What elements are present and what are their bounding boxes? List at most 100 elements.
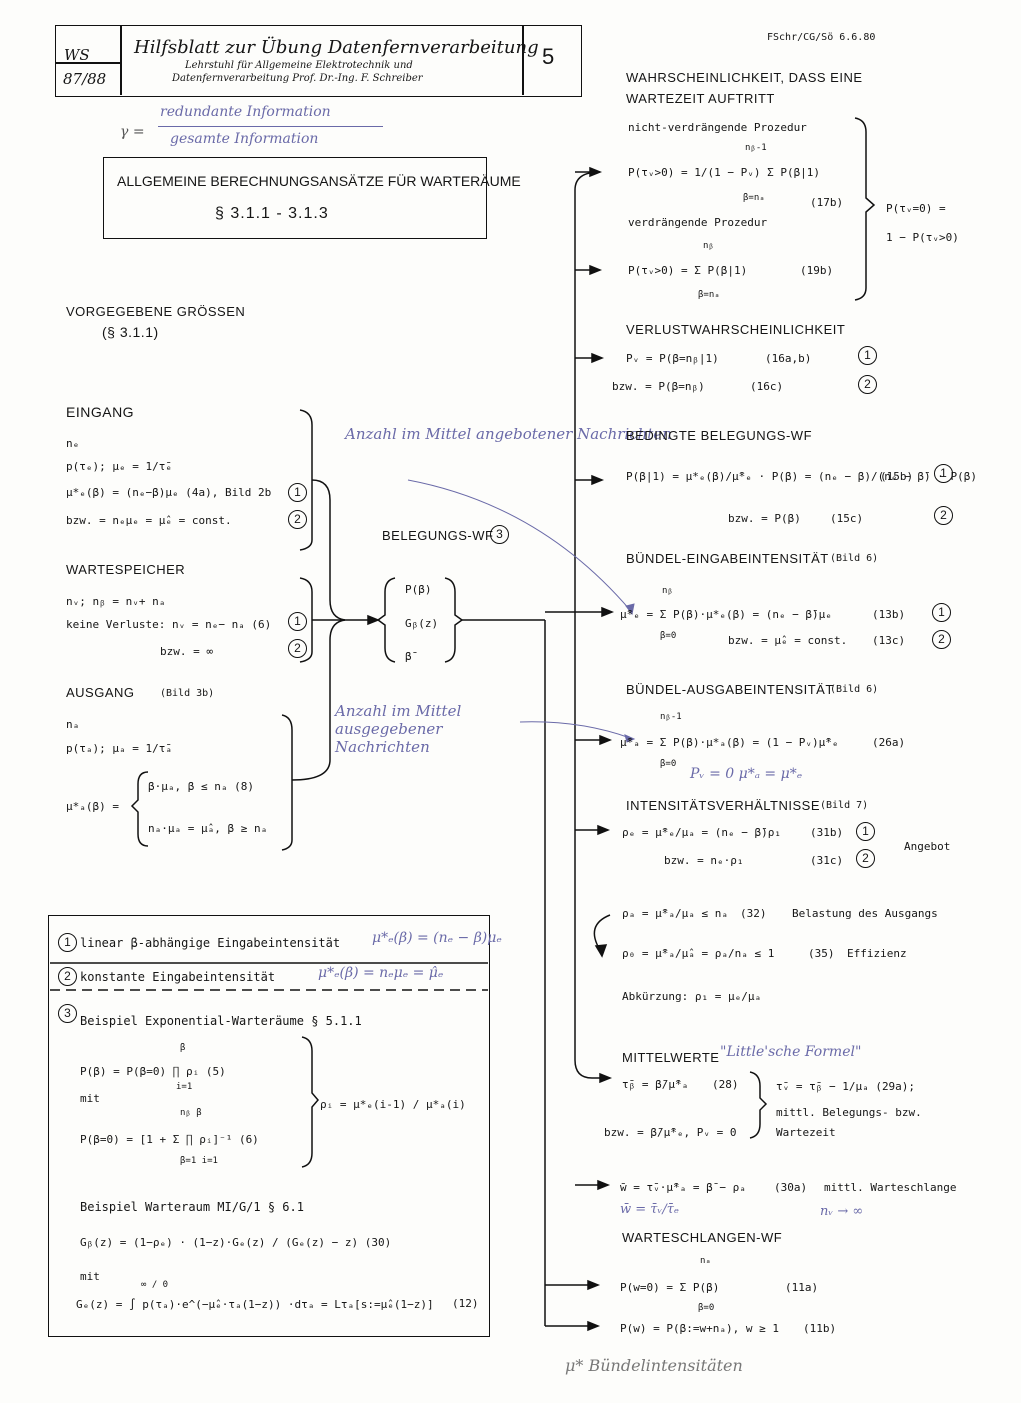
abbreviation: Abkürzung: ρ₁ = μₑ/μₐ [622, 990, 762, 1003]
mean-eq: w̄ = τ̄ᵥ·μ̄*ₐ = β̄ − ρₐ [620, 1181, 746, 1194]
examples-box [48, 915, 490, 1337]
formula-ge: Gₑ(z) = ∫ p(τₐ)·e^(−μ̂ₑ·τₐ(1−z)) ·dτₐ = … [76, 1298, 434, 1311]
cond-title: BEDINGTE BELEGUNGS-WF [626, 428, 813, 443]
occupancy-title: BELEGUNGS-WF [382, 528, 494, 543]
sum-lower: β=1 i=1 [180, 1156, 218, 1166]
circle-marker: 2 [856, 849, 875, 868]
eq-number: (35) [808, 947, 835, 960]
eq-number: (16a,b) [765, 352, 812, 365]
mit-label: mit [80, 1270, 100, 1283]
header-divider [120, 25, 122, 95]
eq-number: (13b) [872, 608, 906, 621]
mean-eq: τ̄ᵥ = τ̄ᵦ − 1/μₐ (29a); [776, 1080, 916, 1093]
header-box [55, 25, 582, 97]
document-ref: FSchr/CG/Sö 6.6.80 [767, 32, 876, 43]
circle-marker: 2 [858, 375, 877, 394]
input-line: p(τₑ); μₑ = 1/τ̄ₑ [66, 460, 172, 473]
hand-nw-note: nᵥ → ∞ [820, 1204, 864, 1219]
box-line-linear: linear β-abhängige Eingabeintensität [80, 936, 341, 950]
circle-marker: 1 [58, 933, 77, 952]
given-ref: (§ 3.1.1) [102, 324, 159, 340]
formula-rho: ρᵢ = μ*ₑ(i-1) / μ*ₐ(i) [320, 1098, 466, 1111]
int-eq: ρₑ = μ̄*ₑ/μₐ = (nₑ − β̄)ρ₁ [622, 826, 781, 839]
int-ref: (Bild 7) [820, 800, 869, 811]
int-title: INTENSITÄTSVERHÄLTNISSE [626, 798, 821, 813]
storage-line: bzw. = ∞ [160, 645, 213, 658]
rho-brace [301, 1036, 319, 1168]
gamma-symbol: γ = [120, 124, 145, 140]
hand-numerator: redundante Information [160, 104, 331, 120]
queue-eq: P(w) = P(β:=w+nₐ), w ≥ 1 [620, 1322, 779, 1335]
occupancy-item: Gᵦ(z) [405, 617, 439, 630]
sum-upper: nᵦ β [180, 1108, 202, 1118]
eq-number: (15c) [830, 512, 864, 525]
sheet-subtitle-2: Datenfernverarbeitung Prof. Dr.-Ing. F. … [172, 73, 423, 84]
mean-eq: bzw. = β̄/μ̄*ₑ, Pᵥ = 0 [604, 1126, 737, 1139]
storage-line: nᵥ; nᵦ = nᵥ+ nₐ [66, 595, 166, 608]
storage-title: WARTESPEICHER [66, 562, 186, 577]
eq-number: (11a) [785, 1281, 819, 1294]
loss-eq: Pᵥ = P(β=nᵦ|1) [626, 352, 719, 365]
given-title: VORGEGEBENE GRÖSSEN [66, 304, 246, 319]
mean-text: mittl. Warteschlange [824, 1181, 957, 1194]
output-line: p(τₐ); μₐ = 1/τ̄ₐ [66, 742, 172, 755]
queue-eq: P(w=0) = Σ P(β) [620, 1281, 720, 1294]
hand-bottom-note: μ* Bündelintensitäten [565, 1356, 743, 1375]
int-label: Effizienz [847, 947, 907, 960]
eq-number: (11b) [803, 1322, 837, 1335]
sum-lower: β=nₐ [743, 193, 765, 203]
hand-denominator: gesamte Information [170, 131, 319, 147]
eq-17b: P(τᵥ>0) = 1/(1 − Pᵥ) Σ P(β|1) [628, 166, 821, 179]
angebot-label: Angebot [904, 840, 951, 853]
circle-marker: 3 [490, 525, 509, 544]
sum-upper: nₐ [700, 1256, 711, 1266]
sum-lower: β=0 [660, 759, 677, 769]
year: 87/88 [63, 70, 107, 88]
bin-eq: μ̄*ₑ = Σ P(β)·μ*ₑ(β) = (nₑ − β̄)μₑ [620, 608, 832, 621]
cond-eq: P(β|1) = μ*ₑ(β)/μ̄*ₑ · P(β) = (nₑ − β)/(… [626, 470, 977, 483]
int-eq: bzw. = nₑ·ρ₁ [664, 854, 744, 867]
sum-lower: β=nₐ [698, 290, 720, 300]
product-lower: i=1 [176, 1082, 193, 1092]
sheet-subtitle-1: Lehrstuhl für Allgemeine Elektrotechnik … [185, 60, 413, 71]
output-ref: (Bild 3b) [160, 688, 215, 699]
loss-title: VERLUSTWAHRSCHEINLICHKEIT [626, 322, 846, 337]
bin-eq: bzw. = μ̂ₑ = const. [728, 634, 848, 647]
input-line: nₑ [66, 437, 80, 450]
sum-upper: nᵦ-1 [660, 712, 682, 722]
eq-number: (32) [740, 907, 767, 920]
output-title: AUSGANG [66, 685, 135, 700]
integral-limits: ∞ / 0 [141, 1280, 169, 1290]
hand-pv-note: Pᵥ = 0 μ*ₐ = μ*ₑ [690, 766, 803, 782]
circle-marker: 1 [856, 822, 875, 841]
eq-number: (26a) [872, 736, 906, 749]
formula-p: P(β) = P(β=0) ∏ ρᵢ (5) [80, 1065, 226, 1078]
sum-upper: nᵦ [703, 241, 714, 251]
circle-marker: 2 [934, 506, 953, 525]
circle-marker: 1 [932, 603, 951, 622]
pre-label: verdrängende Prozedur [628, 216, 768, 229]
eq-number: (30a) [774, 1181, 808, 1194]
output-case: nₐ·μₐ = μ̂ₐ, β ≥ nₐ [148, 822, 268, 835]
mit-label: mit [80, 1092, 100, 1105]
mean-eq: τ̄ᵦ = β̄/μ̄*ₐ [622, 1078, 689, 1091]
input-line: μ*ₑ(β) = (nₑ−β)μₑ (4a), Bild 2b [66, 486, 272, 499]
product-upper: β [180, 1043, 186, 1053]
input-title: EINGANG [66, 404, 135, 420]
box-line-mg1: Beispiel Warteraum MI/G/1 § 6.1 [80, 1200, 304, 1214]
eq-number: (17b) [810, 196, 844, 209]
fraction-line [158, 126, 383, 127]
circle-marker: 1 [934, 464, 953, 483]
bout-title: BÜNDEL-AUSGABEINTENSITÄT [626, 682, 834, 697]
eq-number: (13c) [872, 634, 906, 647]
sum-upper: nᵦ [662, 586, 673, 596]
output-line: nₐ [66, 718, 80, 731]
mean-text: Wartezeit [776, 1126, 836, 1139]
hand-mu-constant: μ*ₑ(β) = nₑμₑ = μ̂ₑ [318, 965, 444, 981]
brace-eq-1: P(τᵥ=0) = [886, 202, 946, 215]
sum-lower: β=0 [698, 1303, 715, 1313]
int-label: Belastung des Ausgangs [792, 907, 938, 920]
circle-marker: 1 [288, 483, 307, 502]
hand-note-input: Anzahl im Mittel angebotener Nachrichten [345, 425, 672, 443]
